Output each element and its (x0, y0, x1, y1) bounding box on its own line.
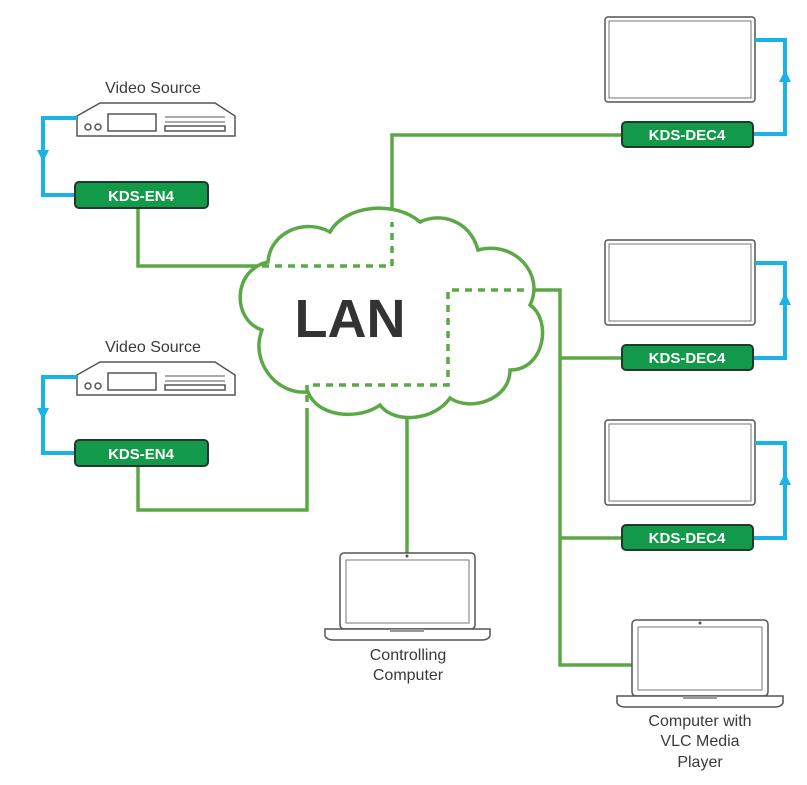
arrow-down-icon (37, 150, 49, 162)
video-source-label: Video Source (105, 80, 201, 97)
lan-label: LAN (295, 289, 406, 349)
controlling-computer: Controlling Computer (324, 552, 491, 684)
arrow-up-icon (779, 293, 791, 305)
arrow-down-icon (37, 408, 49, 420)
display-icon (604, 419, 756, 506)
arrow-up-icon (779, 70, 791, 82)
display-icon (604, 16, 756, 103)
encoder-label: KDS-EN4 (108, 188, 175, 205)
display-icon (604, 239, 756, 326)
computer-label: Computer with (648, 713, 751, 730)
video-player-icon (76, 102, 236, 137)
encoder-box (74, 439, 209, 467)
video-source-2: Video Source KDS-EN4 (37, 339, 236, 467)
decoder-3: KDS-DEC4 (604, 419, 791, 551)
computer-label: Controlling (370, 647, 446, 664)
laptop-icon (324, 552, 491, 641)
computer-label: Computer (373, 667, 444, 684)
encoder-box (74, 181, 209, 209)
decoder-label: KDS-DEC4 (649, 127, 726, 144)
decoder-2: KDS-DEC4 (604, 239, 791, 371)
arrow-up-icon (779, 473, 791, 485)
encoder-label: KDS-EN4 (108, 446, 175, 463)
computer-label: VLC Media (660, 733, 739, 750)
decoder-label: KDS-DEC4 (649, 530, 726, 547)
computer-label: Player (677, 754, 723, 771)
video-source-1: Video Source KDS-EN4 (37, 80, 236, 209)
video-player-icon (76, 361, 236, 396)
video-source-label: Video Source (105, 339, 201, 356)
vlc-computer: Computer with VLC Media Player (616, 619, 784, 771)
lan-cloud: LAN (238, 206, 545, 420)
decoder-label: KDS-DEC4 (649, 350, 726, 367)
decoder-1: KDS-DEC4 (604, 16, 791, 148)
laptop-icon (616, 619, 784, 708)
